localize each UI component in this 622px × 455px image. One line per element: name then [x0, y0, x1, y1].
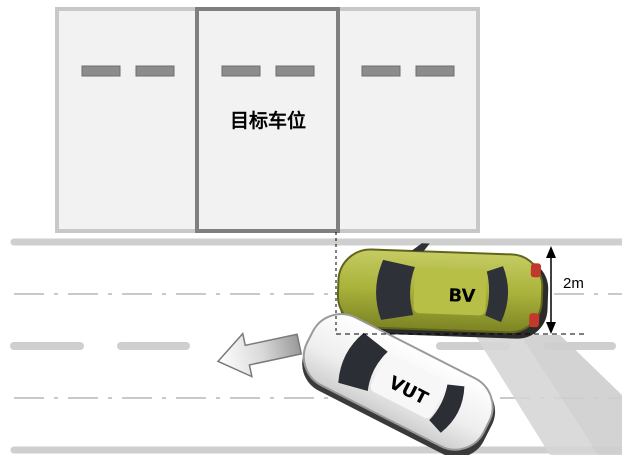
vut-windshield	[338, 332, 388, 392]
direction-arrow-shape	[216, 331, 303, 378]
slot-marker	[135, 65, 175, 77]
vut-rear-window	[429, 384, 465, 433]
bv-tail-light	[530, 263, 542, 278]
parking-slot-right	[336, 7, 480, 233]
distance-label: 2m	[563, 275, 584, 292]
bv-roof	[413, 267, 487, 316]
target-slot-label: 目标车位	[230, 109, 306, 132]
bv-windshield	[376, 259, 415, 320]
slot-marker	[81, 65, 121, 77]
slot-marker	[275, 65, 315, 77]
dimension-annotation: 2m	[335, 232, 588, 335]
arrow-head-up	[546, 246, 556, 258]
slot-marker	[415, 65, 455, 77]
vut-car: VUT	[302, 313, 496, 455]
direction-arrow	[216, 331, 303, 378]
bv-mirror	[411, 243, 430, 252]
slot-marker	[221, 65, 261, 77]
beam	[475, 335, 598, 455]
vut-roof	[370, 353, 447, 419]
arrow-head-down	[546, 322, 556, 334]
parking-slots: 目标车位	[55, 7, 480, 233]
bv-car: BV	[336, 243, 549, 339]
parking-slot-left	[55, 7, 199, 233]
target-parking-slot	[195, 7, 340, 233]
swept-path-beams	[475, 335, 622, 455]
slot-marker	[361, 65, 401, 77]
bv-rear-window	[485, 266, 509, 323]
bv-tail-light	[529, 313, 540, 328]
beam	[520, 335, 622, 455]
bv-label: BV	[448, 285, 476, 307]
